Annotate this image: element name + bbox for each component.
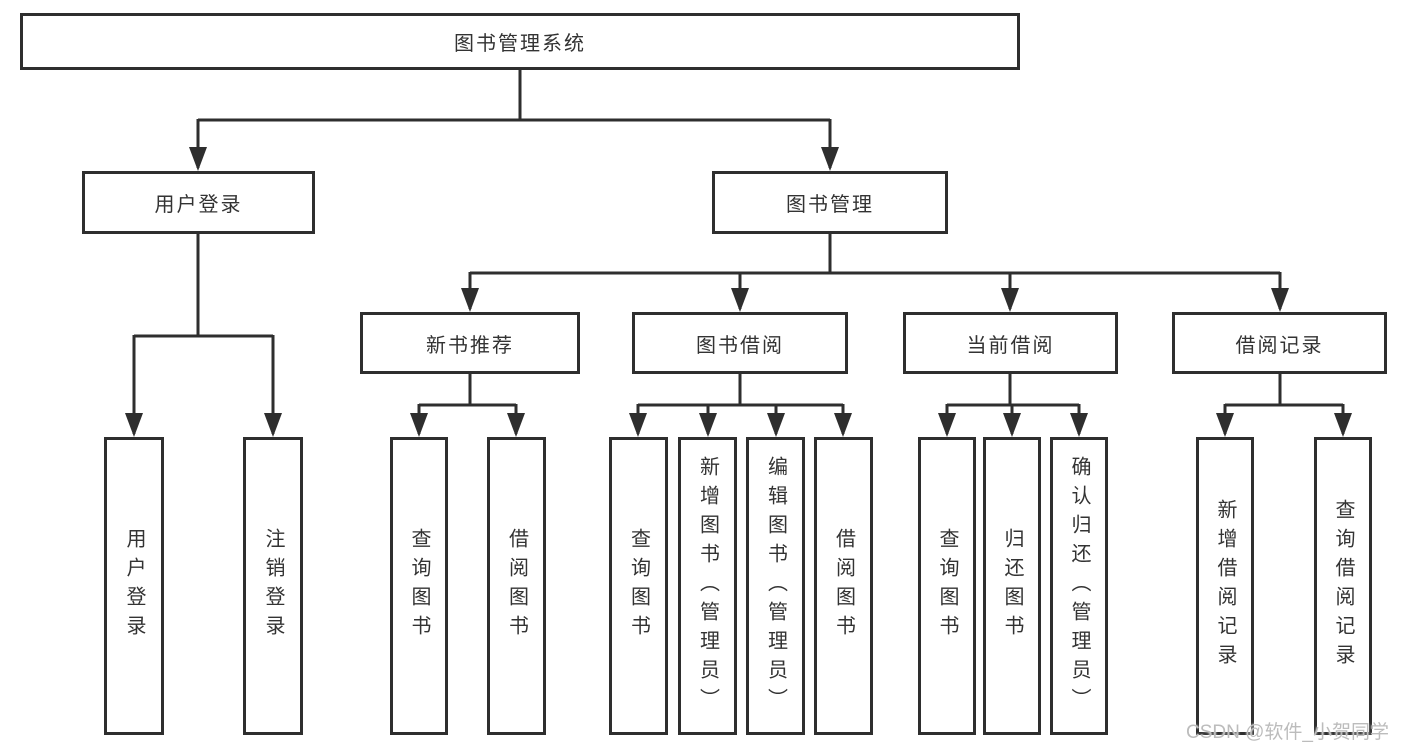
node-borrow-records: 借阅记录 [1172,312,1387,374]
leaf-return-books: 归还图书 [983,437,1041,735]
node-user-login-label: 用户登录 [154,194,243,216]
leaf-user-login: 用户登录 [104,437,164,735]
leaf-edit-books-admin: 编辑图书（管理员） [746,437,805,735]
leaf-add-borrow-record-label: 新增借阅记录 [1214,499,1236,673]
leaf-borrow-books-recommend-label: 借阅图书 [505,528,528,644]
node-current-borrow: 当前借阅 [903,312,1118,374]
node-book-borrow: 图书借阅 [632,312,848,374]
leaf-add-books-admin: 新增图书（管理员） [678,437,737,735]
leaf-logout: 注销登录 [243,437,303,735]
leaf-query-books-borrow: 查询图书 [609,437,668,735]
leaf-query-books-borrow-label: 查询图书 [627,528,650,644]
leaf-borrow-books-label: 借阅图书 [832,528,855,644]
leaf-query-books-current: 查询图书 [918,437,976,735]
node-root-label: 图书管理系统 [454,33,586,55]
leaf-query-books-recommend: 查询图书 [390,437,448,735]
leaf-add-books-admin-label: 新增图书（管理员） [696,455,719,717]
leaf-user-login-label: 用户登录 [123,528,145,644]
leaf-query-books-current-label: 查询图书 [936,528,958,644]
connector-segments [132,70,1345,434]
leaf-borrow-books-recommend: 借阅图书 [487,437,546,735]
node-book-management: 图书管理 [712,171,948,234]
leaf-query-borrow-record: 查询借阅记录 [1314,437,1372,735]
leaf-query-books-recommend-label: 查询图书 [408,528,430,644]
node-root: 图书管理系统 [20,13,1020,70]
leaf-add-borrow-record: 新增借阅记录 [1196,437,1254,735]
leaf-confirm-return-admin-label: 确认归还（管理员） [1068,455,1090,717]
node-new-book-recommend-label: 新书推荐 [426,334,514,357]
node-book-borrow-label: 图书借阅 [696,334,784,357]
leaf-confirm-return-admin: 确认归还（管理员） [1050,437,1108,735]
leaf-borrow-books: 借阅图书 [814,437,873,735]
node-user-login: 用户登录 [82,171,315,234]
node-current-borrow-label: 当前借阅 [966,334,1055,357]
leaf-query-borrow-record-label: 查询借阅记录 [1332,499,1354,673]
leaf-logout-label: 注销登录 [262,528,284,644]
node-new-book-recommend: 新书推荐 [360,312,580,374]
leaf-edit-books-admin-label: 编辑图书（管理员） [764,455,787,717]
node-borrow-records-label: 借阅记录 [1235,334,1324,357]
node-book-management-label: 图书管理 [786,194,874,216]
watermark: CSDN @软件_小贺同学 [1186,722,1389,743]
leaf-return-books-label: 归还图书 [1001,528,1023,644]
